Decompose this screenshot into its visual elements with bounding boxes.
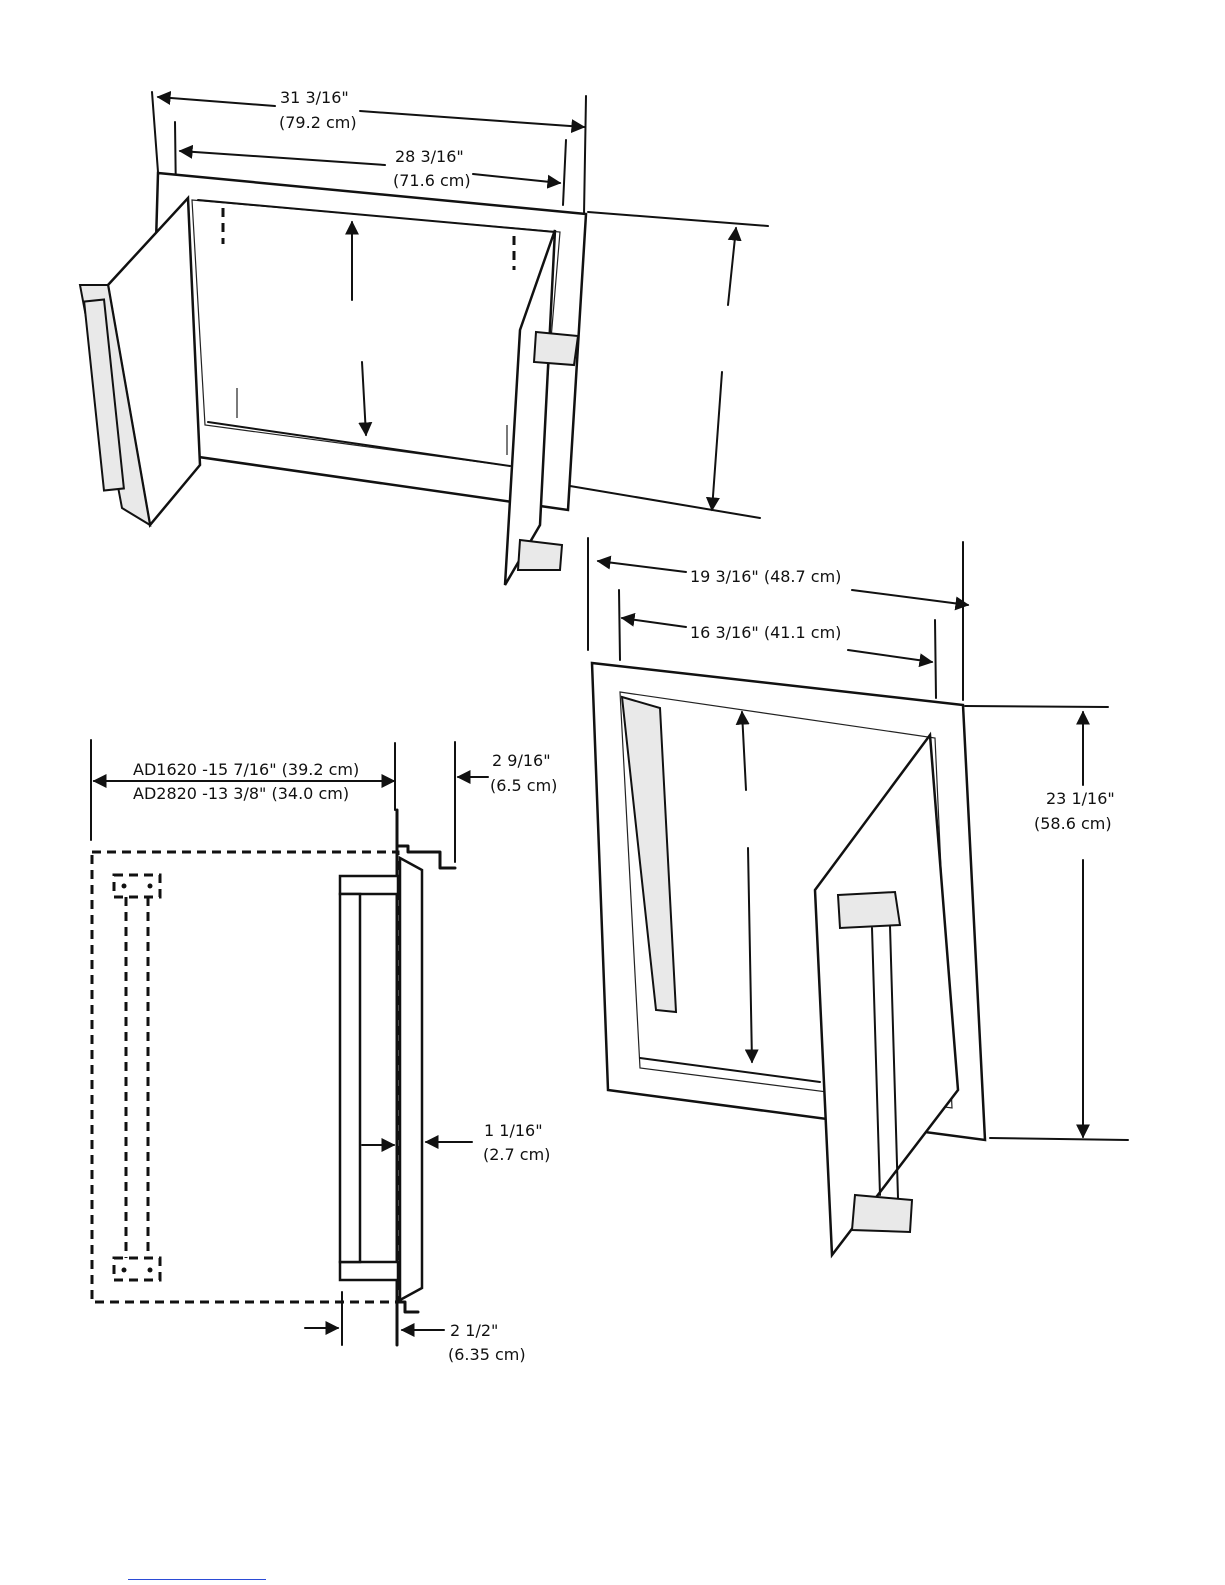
double-door-inner-width-cm: (71.6 cm) bbox=[393, 171, 471, 190]
single-door-outer-width: 19 3/16" (48.7 cm) bbox=[690, 567, 841, 586]
footer-rule bbox=[128, 1579, 266, 1580]
side-door-thickness-in: 1 1/16" bbox=[484, 1121, 543, 1140]
single-door-drawing bbox=[588, 538, 1128, 1255]
side-flange-cm: (6.5 cm) bbox=[490, 776, 557, 795]
side-depth-ad1620: AD1620 -15 7/16" (39.2 cm) bbox=[133, 760, 359, 779]
side-flange-in: 2 9/16" bbox=[492, 751, 551, 770]
single-door-inner-width: 16 3/16" (41.1 cm) bbox=[690, 623, 841, 642]
side-door-thickness-cm: (2.7 cm) bbox=[483, 1145, 550, 1164]
side-depth-ad2820: AD2820 -13 3/8" (34.0 cm) bbox=[133, 784, 349, 803]
side-handle-depth-cm: (6.35 cm) bbox=[448, 1345, 526, 1364]
side-handle-depth-in: 2 1/2" bbox=[450, 1321, 498, 1340]
side-view-drawing bbox=[91, 740, 488, 1345]
double-door-outer-width-cm: (79.2 cm) bbox=[279, 113, 357, 132]
double-door-inner-width-in: 28 3/16" bbox=[395, 147, 464, 166]
single-door-height-in: 23 1/16" bbox=[1046, 789, 1115, 808]
single-door-height-cm: (58.6 cm) bbox=[1034, 814, 1112, 833]
double-door-outer-width-in: 31 3/16" bbox=[280, 88, 349, 107]
